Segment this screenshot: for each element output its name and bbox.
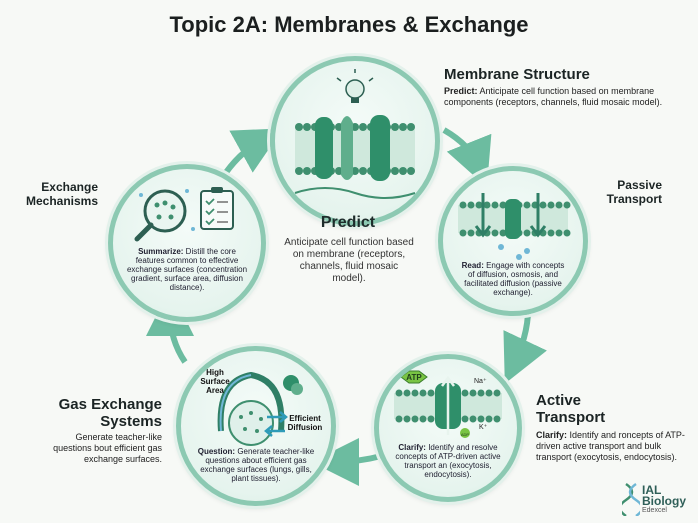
logo-line2: Biology [642,494,686,508]
gas-label-line1: Gas Exchange [58,396,162,413]
page-title: Topic 2A: Membranes & Exchange [169,12,529,37]
exchange-label-line1: Exchange [41,180,98,194]
center-text: Anticipate cell function based on membra… [284,237,414,284]
adp-label: ADP [461,432,470,437]
lightbulb-icon [336,69,374,103]
active-transport-node: ATP Na⁺ K⁺ ADP Clarify: Identify and res… [374,354,522,502]
down-arrow-icon [529,193,547,238]
gas-inner-text: Question: Generate teacher-like question… [191,447,321,483]
exchange-inner-text: Summarize: Distill the core features com… [125,247,249,292]
checklist-icon [200,187,234,230]
exchange-mechanisms-label: Exchange Mechanisms [18,180,98,208]
ial-biology-logo: IAL Biology Edexcel [622,482,694,518]
passive-inner-body: Engage with concepts of diffusion, osmos… [464,261,565,297]
passive-illustration [458,193,571,260]
gas-exchange-label: Gas Exchange Systems [52,396,162,430]
passive-transport-node: Read: Engage with concepts of diffusion,… [438,166,588,316]
high-surface-area-line1: High [206,368,224,377]
magnifier-icon [134,189,187,242]
active-transport-desc: Clarify: Identify and roncepts of ATP-dr… [536,430,686,463]
passive-transport-label: Passive Transport [592,178,662,206]
membrane-structure-desc: Predict: Anticipate cell function based … [444,86,674,108]
active-inner-lead: Clarify: [398,443,426,452]
exchange-inner-lead: Summarize: [138,247,184,256]
active-illustration: ATP Na⁺ K⁺ ADP [394,370,502,438]
exchange-mechanisms-node: Summarize: Distill the core features com… [108,164,266,322]
efficient-diffusion-line1: Efficient [289,414,321,423]
passive-label-line2: Transport [606,192,662,206]
structure-desc-text: Anticipate cell function based on membra… [444,86,663,107]
active-label-line1: Active [536,392,582,409]
passive-inner-text: Read: Engage with concepts of diffusion,… [461,261,565,297]
gas-exchange-desc: Generate teacher-like questions bout eff… [53,432,162,464]
potassium-label: K⁺ [479,424,488,431]
logo-line3: Edexcel [642,507,667,514]
structure-desc-lead: Predict: [444,86,478,96]
right-arrow-icon [267,411,288,423]
exchange-label-line2: Mechanisms [25,194,98,208]
active-transport-label: Active Transport [536,392,605,426]
sodium-label: Na⁺ [474,378,487,385]
left-arrow-icon [264,425,285,437]
center-title: Predict [320,214,376,231]
summary-illustration [134,187,234,242]
logo-line1: IAL [642,483,662,497]
passive-label-line1: Passive [617,178,662,192]
fluid-mosaic-illustration [294,69,416,199]
bilayer-icon [294,115,416,199]
gas-inner-lead: Question: [197,447,236,456]
atp-badge: ATP [400,370,428,384]
membrane-structure-node [270,56,440,226]
membrane-structure-label: Membrane Structure [444,66,590,83]
dna-icon [622,482,640,516]
passive-inner-lead: Read: [461,261,484,270]
gas-inner-body: Generate teacher-like questions about ef… [200,447,315,483]
active-label-line2: Transport [536,409,606,426]
alveolus-illustration: High Surface Area Efficient Diffusion [200,368,323,446]
gas-label-line2: Systems [100,413,162,430]
arrow-active-to-gas [311,437,386,486]
up-arrow-icon [441,375,455,435]
active-inner-text: Clarify: Identify and resolve concepts o… [391,443,505,479]
arrow-structure-to-passive [442,127,492,188]
down-arrow-icon [474,193,492,238]
high-surface-area-line2: Surface [200,377,230,386]
atp-label: ATP [406,373,422,382]
high-surface-area-line3: Area [206,386,224,395]
active-desc-lead: Clarify: [536,430,568,440]
efficient-diffusion-line2: Diffusion [288,423,323,432]
exchange-inner-body: Distill the core features common to effe… [126,247,248,292]
active-desc-text: Identify and roncepts of ATP-driven acti… [536,430,685,462]
active-inner-body: Identify and resolve concepts of ATP-dri… [395,443,501,479]
gas-exchange-node: High Surface Area Efficient Diffusion Qu… [176,346,336,506]
